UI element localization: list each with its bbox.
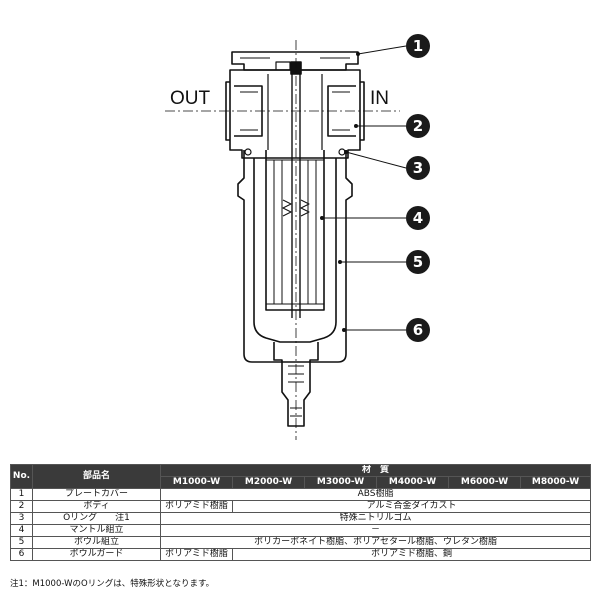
row-material-m1000: ポリアミド樹脂 <box>160 548 233 561</box>
callout-1: 1 <box>406 34 430 58</box>
header-model: M3000-W <box>304 476 377 489</box>
row-no: 4 <box>10 524 33 537</box>
table-row: 3 Oリング 注1 特殊ニトリルゴム <box>10 512 592 525</box>
header-model: M6000-W <box>448 476 521 489</box>
header-model: M1000-W <box>160 476 233 489</box>
table-row: 2 ボディ ポリアミド樹脂 アルミ合金ダイカスト <box>10 500 592 513</box>
svg-text:3: 3 <box>413 159 423 177</box>
table-row: 5 ボウル組立 ポリカーボネイト樹脂、ポリアセタール樹脂、ウレタン樹脂 <box>10 536 592 549</box>
footnote: 注1：M1000-WのOリングは、特殊形状となります。 <box>10 579 215 589</box>
filter-cross-section-diagram: OUT IN 1 2 3 4 5 6 <box>165 34 430 440</box>
center-rod <box>291 62 301 318</box>
table-row: 6 ボウルガード ポリアミド樹脂 ポリアミド樹脂、鋼 <box>10 548 592 561</box>
row-material-m1000: ポリアミド樹脂 <box>160 500 233 513</box>
svg-text:2: 2 <box>413 117 423 135</box>
row-no: 3 <box>10 512 33 525</box>
material-table: No. 部品名 材 質 M1000-W M2000-W M3000-W M400… <box>10 464 592 561</box>
bowl <box>253 158 337 343</box>
header-material: 材 質 <box>159 464 592 477</box>
row-part: ボウルガード <box>32 548 161 561</box>
callout-4: 4 <box>406 206 430 230</box>
row-no: 1 <box>10 488 33 501</box>
row-part: ボウル組立 <box>32 536 161 549</box>
callout-6: 6 <box>406 318 430 342</box>
row-material: － <box>159 524 592 537</box>
row-part: ボディ <box>32 500 161 513</box>
row-no: 6 <box>10 548 33 561</box>
table-row: 1 プレートカバー ABS樹脂 <box>10 488 592 501</box>
body <box>229 69 361 159</box>
svg-text:4: 4 <box>413 209 423 227</box>
table-row: 4 マントル組立 － <box>10 524 592 537</box>
row-material: ポリアミド樹脂、鋼 <box>231 548 592 561</box>
header-model: M2000-W <box>232 476 305 489</box>
row-material: 特殊ニトリルゴム <box>159 512 592 525</box>
header-part-name: 部品名 <box>32 464 161 489</box>
port-in-label: IN <box>370 88 389 109</box>
mantle <box>265 150 325 311</box>
header-no: No. <box>10 464 33 489</box>
callout-3: 3 <box>406 156 430 180</box>
row-material: アルミ合金ダイカスト <box>231 500 592 513</box>
header-model: M8000-W <box>519 476 592 489</box>
bowl-guard <box>237 150 353 363</box>
row-material: ABS樹脂 <box>159 488 592 501</box>
port-out-label: OUT <box>170 88 211 109</box>
callout-5: 5 <box>406 250 430 274</box>
row-no: 2 <box>10 500 33 513</box>
row-part: プレートカバー <box>32 488 161 501</box>
svg-text:5: 5 <box>413 253 423 271</box>
svg-text:1: 1 <box>413 37 423 55</box>
header-model: M4000-W <box>376 476 449 489</box>
row-no: 5 <box>10 536 33 549</box>
svg-text:6: 6 <box>413 321 423 339</box>
row-part: Oリング 注1 <box>32 512 161 525</box>
row-material: ポリカーボネイト樹脂、ポリアセタール樹脂、ウレタン樹脂 <box>159 536 592 549</box>
row-part: マントル組立 <box>32 524 161 537</box>
callout-2: 2 <box>406 114 430 138</box>
